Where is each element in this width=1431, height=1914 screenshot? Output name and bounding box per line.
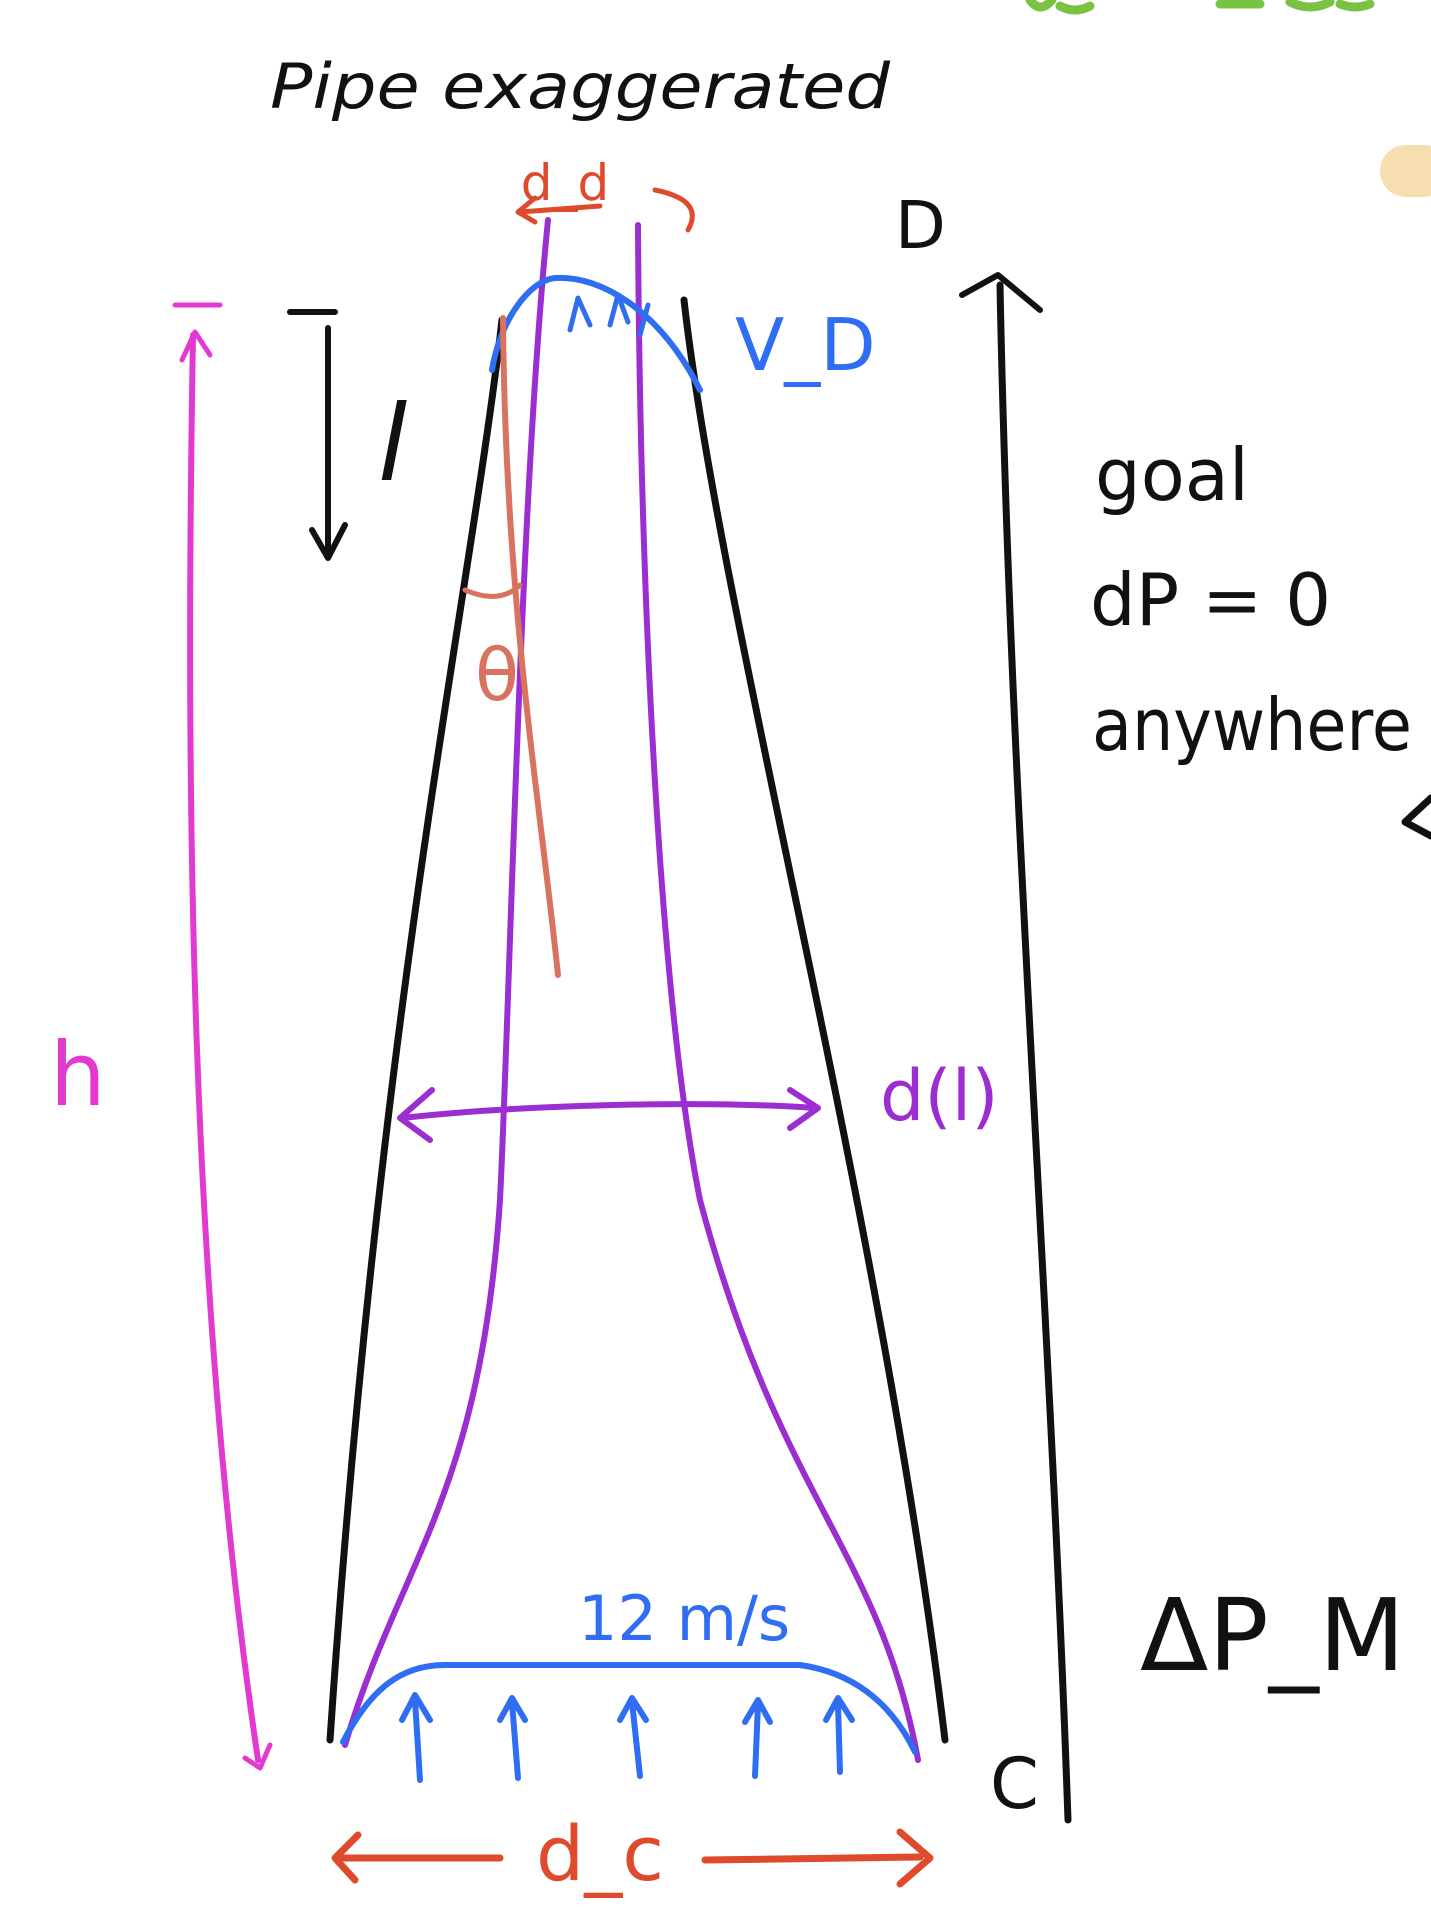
pipe-right-wall	[680, 296, 949, 1744]
edge-marks	[1025, 0, 1431, 197]
pipe-left-wall	[326, 316, 506, 1744]
length-arrow	[287, 309, 348, 561]
height-arrow	[172, 302, 273, 1771]
partial-bracket	[1401, 794, 1431, 840]
angle-label: θ	[475, 633, 519, 717]
goal-line-3: anywhere	[1092, 683, 1412, 767]
point-c-label: C	[990, 1743, 1039, 1825]
top-diameter-label: d_d	[521, 154, 609, 212]
top-diameter-marker	[515, 187, 695, 233]
top-velocity-profile	[489, 274, 703, 393]
green-partial-text	[1025, 0, 1375, 15]
flow-left-wall	[342, 217, 551, 1748]
pipe-outer-walls	[326, 296, 949, 1744]
height-label: h	[50, 1023, 106, 1126]
bottom-diameter-label: d_c	[536, 1809, 664, 1898]
flow-right-wall	[635, 222, 921, 1763]
diagram-title: Pipe exaggerated	[270, 50, 891, 123]
length-variable-label: l	[378, 383, 407, 505]
bottom-velocity-label: 12 m/s	[578, 1582, 790, 1655]
bottom-velocity-profile	[340, 1662, 918, 1783]
local-diameter-arrow	[397, 1087, 821, 1143]
bottom-diameter-arrow	[331, 1828, 934, 1888]
point-d-label: D	[895, 187, 946, 264]
angle-marker	[462, 315, 561, 978]
yellow-highlight	[1380, 145, 1431, 197]
goal-line-2: dP = 0	[1090, 558, 1331, 642]
flow-direction-axis	[959, 272, 1072, 1824]
velocity-top-label: V_D	[735, 303, 876, 387]
flow-streamlines	[342, 217, 921, 1763]
local-diameter-label: d(l)	[880, 1055, 999, 1137]
pressure-partial-label: ΔP_M =	[1140, 1577, 1431, 1694]
goal-line-1: goal	[1095, 433, 1249, 517]
